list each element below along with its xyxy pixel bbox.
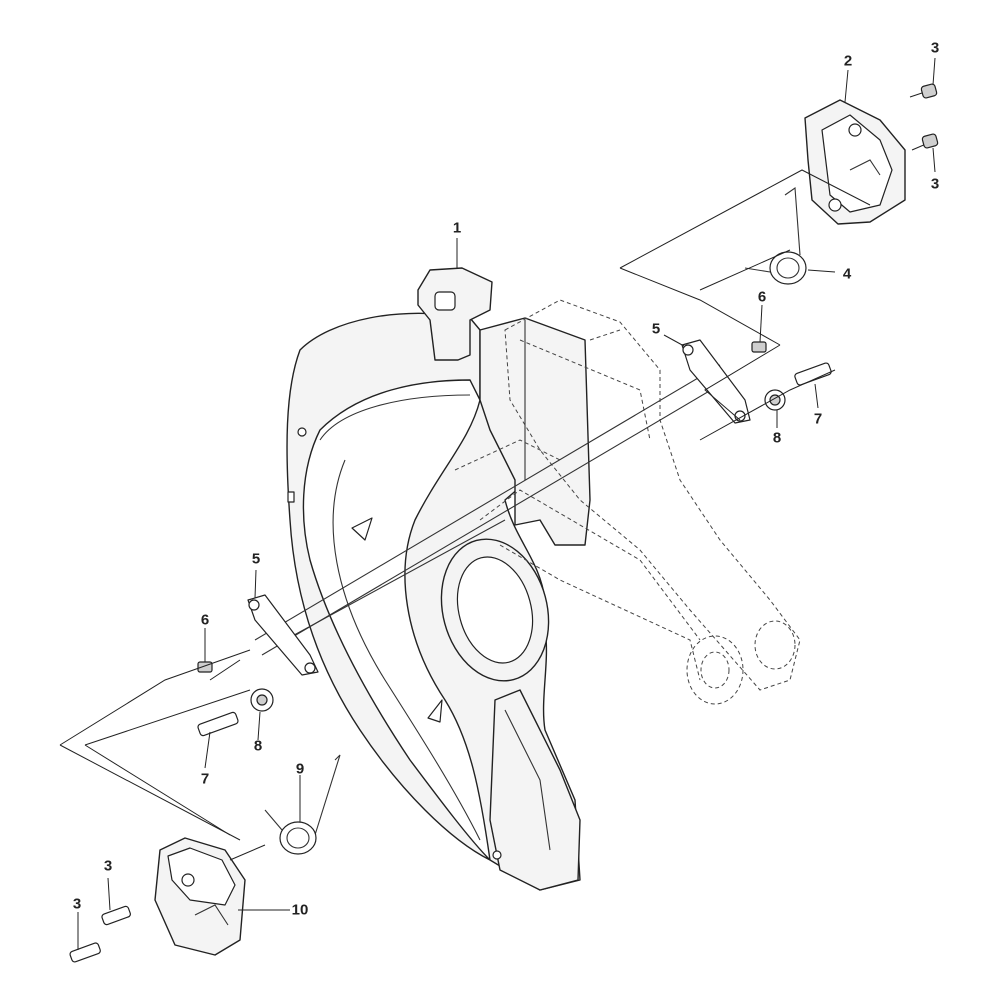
callout-label-9: 9	[295, 760, 305, 778]
link-plate-left	[197, 594, 319, 676]
bushing-left	[250, 688, 274, 712]
callout-label-1: 1	[452, 219, 462, 237]
callout-label-3-lower: 3	[103, 857, 113, 875]
screw-top-right-a	[909, 83, 938, 99]
torsion-spring-left	[264, 754, 341, 855]
callout-label-10: 10	[291, 901, 309, 919]
screw-bottom-left-b	[69, 942, 101, 963]
callout-label-2: 2	[843, 52, 853, 70]
callout-label-6-right: 6	[757, 288, 767, 306]
callout-label-6-left: 6	[200, 611, 210, 629]
callout-leaders	[77, 57, 936, 950]
callout-label-5-right: 5	[651, 320, 661, 338]
callout-label-3-mid: 3	[930, 175, 940, 193]
callout-label-7-left: 7	[200, 770, 210, 788]
callout-label-4: 4	[842, 265, 852, 283]
torsion-spring-right	[744, 186, 807, 285]
blade-guard-housing	[286, 267, 591, 891]
screw-top-right-b	[911, 133, 939, 151]
callout-label-5-left: 5	[251, 550, 261, 568]
callout-label-7-right: 7	[813, 410, 823, 428]
link-plate-right	[681, 339, 767, 424]
bracket-cover-right	[804, 99, 906, 225]
explosion-lines	[59, 169, 871, 861]
callout-label-3-bottom: 3	[72, 895, 82, 913]
callout-label-3-top: 3	[930, 39, 940, 57]
screw-bottom-left-a	[101, 905, 131, 926]
linkage-rods	[254, 364, 729, 656]
callout-label-8-right: 8	[772, 429, 782, 447]
callout-label-8-left: 8	[253, 737, 263, 755]
pin-left	[197, 711, 239, 737]
bracket-cover-left	[154, 837, 246, 956]
phantom-arm-outline	[454, 299, 801, 705]
